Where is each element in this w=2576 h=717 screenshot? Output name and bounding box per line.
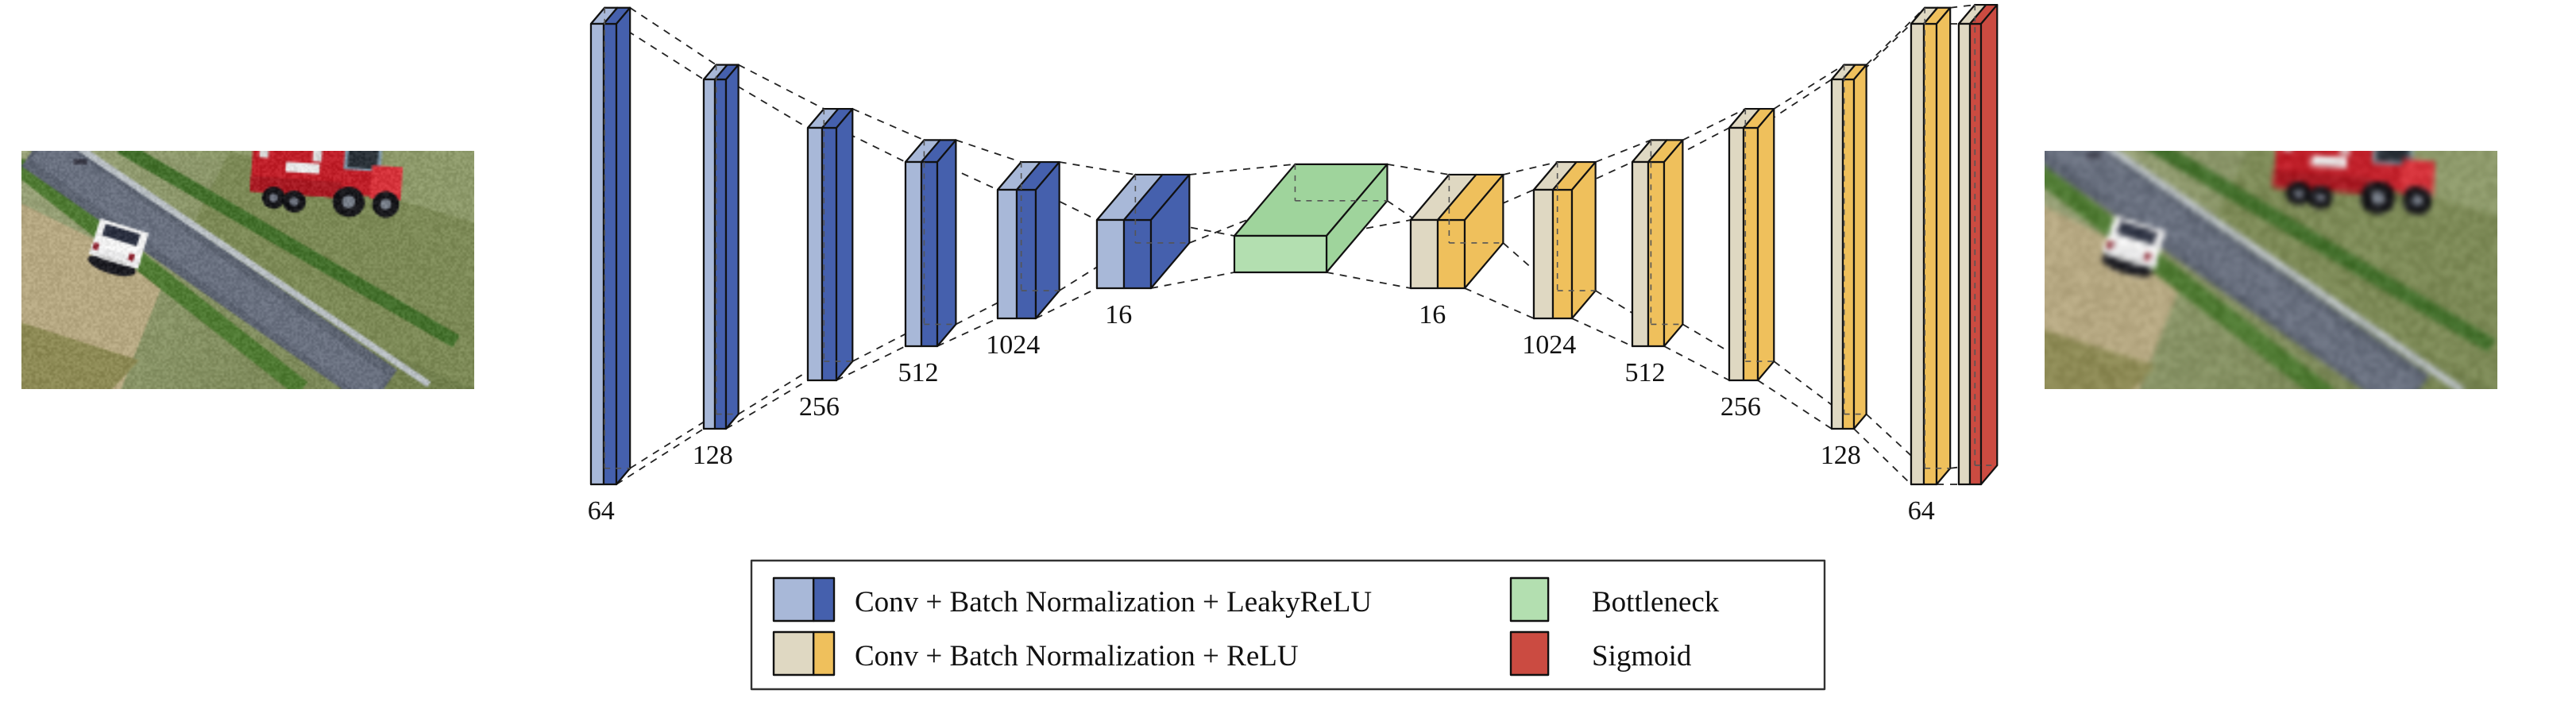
legend-swatch xyxy=(1511,578,1548,621)
legend-label: Sigmoid xyxy=(1592,640,1692,673)
legend-label: Conv + Batch Normalization + LeakyReLU xyxy=(855,586,1372,619)
legend-swatch-right xyxy=(813,632,834,675)
legend-swatch-left xyxy=(774,632,813,675)
legend-swatch-right xyxy=(813,578,834,621)
legend-swatch xyxy=(1511,632,1548,675)
legend-label: Conv + Batch Normalization + ReLU xyxy=(855,640,1299,673)
legend-swatch-left xyxy=(774,578,813,621)
legend-label: Bottleneck xyxy=(1592,586,1720,619)
